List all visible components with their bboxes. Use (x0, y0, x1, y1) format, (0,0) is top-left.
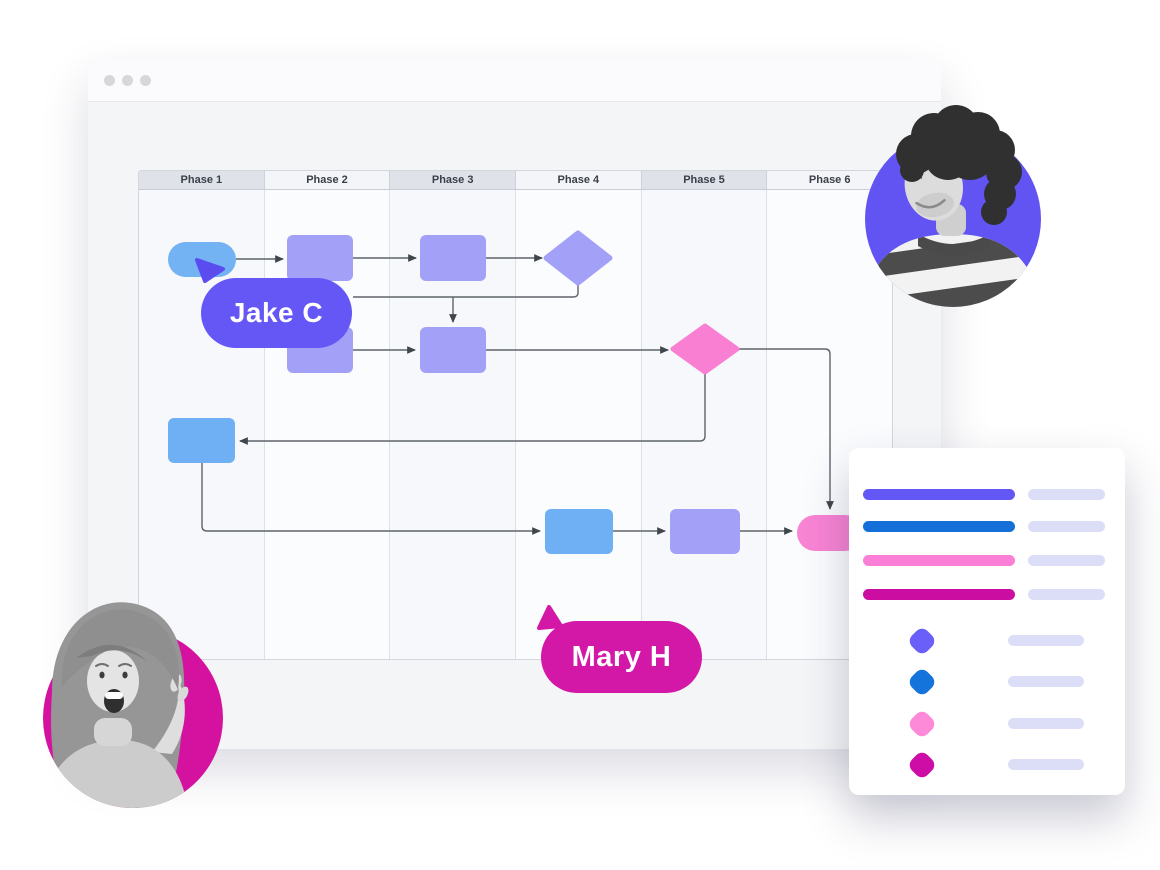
legend-track (1008, 759, 1084, 770)
legend-track (1008, 635, 1084, 646)
decision-diamond-shape[interactable] (670, 323, 740, 375)
progress-bar (863, 489, 1015, 500)
flowchart-canvas (168, 230, 863, 554)
decision-diamond-shape[interactable] (543, 230, 613, 286)
end-terminator-shape[interactable] (797, 515, 863, 551)
collaborator-name: Jake C (229, 297, 324, 328)
woman-avatar (43, 602, 223, 808)
legend-diamond-icon (906, 708, 938, 740)
window-control-dot[interactable] (122, 75, 133, 86)
process-shape[interactable] (420, 327, 486, 373)
man-avatar (865, 105, 1041, 307)
jake-cursor-icon (195, 258, 225, 283)
man-hair (896, 105, 1022, 225)
legend-diamond-icon (906, 666, 938, 698)
process-shape[interactable] (287, 235, 353, 281)
process-shape[interactable] (168, 418, 235, 463)
phase-header-4: Phase 4 (516, 171, 642, 189)
legend-diamond-icon (906, 749, 938, 781)
progress-track (1028, 521, 1105, 532)
collaborator-label-jake: Jake C (201, 278, 352, 348)
phase-header-2: Phase 2 (264, 171, 391, 189)
phase-header-row: Phase 1 Phase 2 Phase 3 Phase 4 Phase 5 … (139, 171, 893, 190)
phase-header-1: Phase 1 (139, 171, 265, 189)
legend-track (1008, 676, 1084, 687)
phase-header-6: Phase 6 (767, 171, 893, 189)
connector-lines (201, 254, 834, 535)
window-control-dot[interactable] (140, 75, 151, 86)
mary-cursor-icon (537, 605, 563, 630)
progress-track (1028, 489, 1105, 500)
window-control-dot[interactable] (104, 75, 115, 86)
progress-bar (863, 555, 1015, 566)
progress-track (1028, 555, 1105, 566)
process-shape[interactable] (670, 509, 740, 554)
legend-diamond-icon (906, 625, 938, 657)
woman-avatar-photo (44, 602, 189, 808)
collaborator-label-mary: Mary H (541, 621, 702, 693)
phase-header-5: Phase 5 (641, 171, 768, 189)
phase-header-3: Phase 3 (390, 171, 517, 189)
window-titlebar (88, 60, 941, 102)
process-shape[interactable] (420, 235, 486, 281)
progress-bar (863, 521, 1015, 532)
progress-track (1028, 589, 1105, 600)
legend-track (1008, 718, 1084, 729)
collaborator-name: Mary H (571, 640, 672, 673)
progress-bar (863, 589, 1015, 600)
summary-panel-card (849, 448, 1125, 795)
process-shape[interactable] (545, 509, 613, 554)
